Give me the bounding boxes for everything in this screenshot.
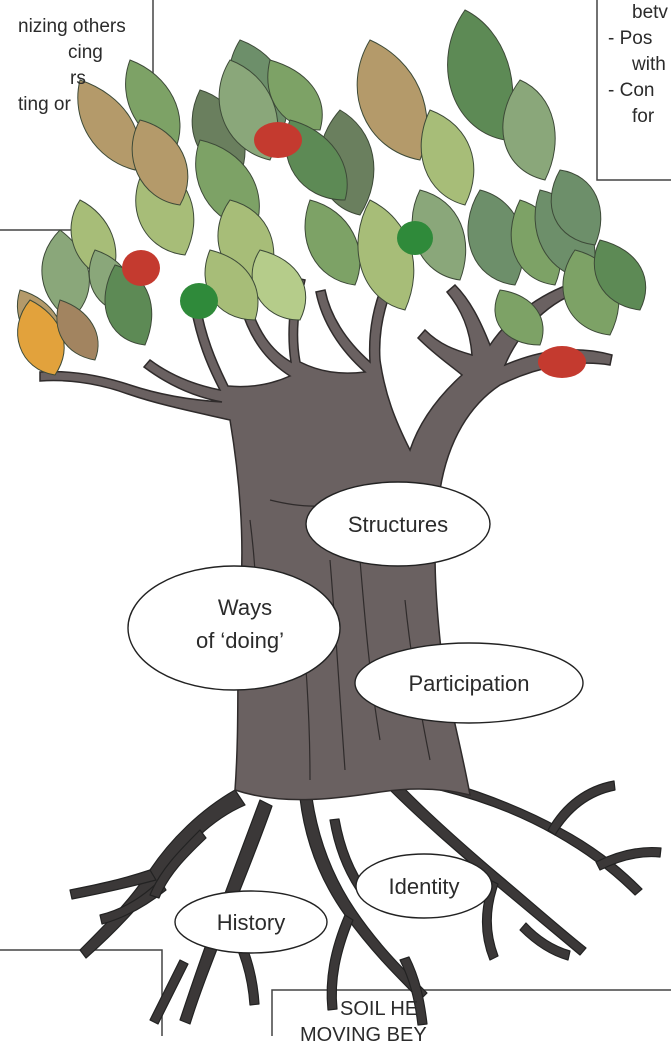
leaf xyxy=(357,199,415,311)
callout-bottom-right: SOIL HE MOVING BEY xyxy=(300,996,427,1048)
callout-line: MOVING BEY xyxy=(300,1024,427,1046)
participation-node: Participation xyxy=(354,642,584,724)
callout-line: - Pos xyxy=(608,28,653,49)
leaf xyxy=(467,189,525,286)
fruit-red xyxy=(538,346,586,378)
callout-line: - Con xyxy=(608,80,655,101)
leaf xyxy=(17,299,65,376)
structures-label: Structures xyxy=(348,512,448,537)
callout-top-left: nizing others cing rs ting or xyxy=(18,14,126,118)
fruit-red xyxy=(254,122,302,158)
leaf xyxy=(593,239,647,311)
fruit-green xyxy=(180,283,218,319)
identity-label: Identity xyxy=(389,874,460,899)
concept-labels: Structures Ways of ‘doing’ Participation… xyxy=(127,481,584,954)
callout-line: rs xyxy=(70,68,86,89)
leaf xyxy=(251,249,307,321)
ways-label-line2: of ‘doing’ xyxy=(196,628,284,653)
ways-label-line1: Ways xyxy=(218,595,272,620)
history-label: History xyxy=(217,910,285,935)
leaf xyxy=(204,249,259,321)
callout-line: for xyxy=(632,106,655,127)
callout-line: nizing others xyxy=(18,16,126,37)
ways-of-doing-node: Ways of ‘doing’ xyxy=(127,565,341,691)
fruit-red xyxy=(122,250,160,286)
leaf xyxy=(131,119,189,206)
leaf xyxy=(304,199,361,286)
history-node: History xyxy=(174,890,328,954)
leaf xyxy=(502,79,556,181)
callout-bottom-right-border xyxy=(271,989,671,1036)
leaf xyxy=(550,169,602,246)
leaf xyxy=(56,299,99,361)
callout-line: betv xyxy=(632,2,668,23)
structures-node: Structures xyxy=(305,481,491,567)
identity-node: Identity xyxy=(355,853,493,919)
callout-line: with xyxy=(632,54,666,75)
callout-bottom-left-border xyxy=(0,949,163,1036)
canopy xyxy=(16,9,647,376)
callout-top-right-border xyxy=(596,0,671,181)
leaf xyxy=(267,59,323,131)
leaf xyxy=(77,79,140,171)
callout-top-right: betv - Pos with - Con for xyxy=(608,0,668,130)
leaf xyxy=(356,39,428,161)
fruit-green xyxy=(397,221,433,255)
callout-line: SOIL HE xyxy=(340,998,419,1020)
leaf xyxy=(494,289,544,346)
callout-line: cing xyxy=(68,42,103,63)
participation-label: Participation xyxy=(408,671,529,696)
leaf xyxy=(420,109,475,206)
fruits xyxy=(122,122,586,378)
callout-line: ting or xyxy=(18,94,71,115)
